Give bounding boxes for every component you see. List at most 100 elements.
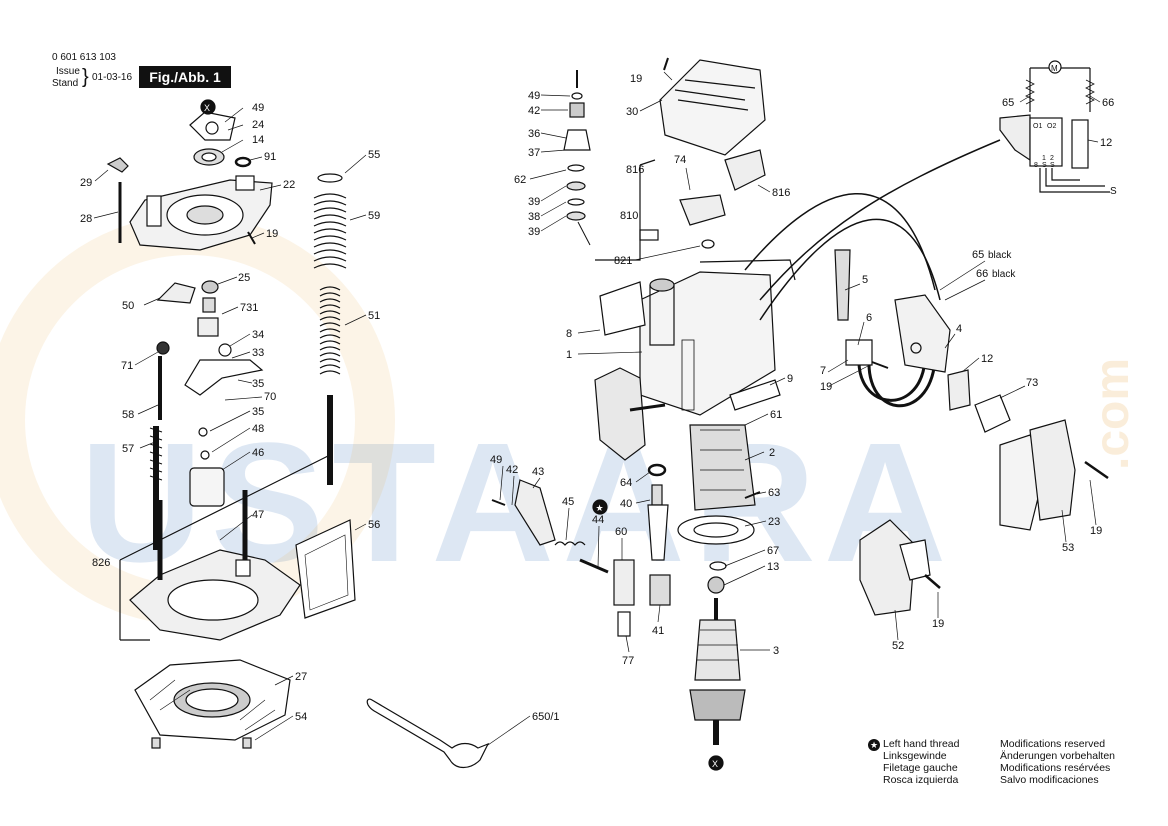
callout-37: 37 (528, 147, 540, 159)
schematic-output: S (1110, 186, 1117, 197)
callout-5: 5 (862, 274, 868, 286)
locking-parts (156, 280, 264, 420)
callout-63: 63 (768, 487, 780, 499)
callout-41: 41 (652, 625, 664, 637)
schematic-8: 8 (1034, 162, 1038, 169)
callout-24: 24 (252, 119, 264, 131)
depth-stop (149, 426, 225, 550)
legend-line-en: Left hand thread (883, 738, 960, 750)
callout-826: 826 (92, 557, 110, 569)
figure-label: Fig./Abb. 1 (139, 66, 231, 88)
callout-27: 27 (295, 671, 307, 683)
callout-33: 33 (252, 347, 264, 359)
callout-19: 19 (266, 228, 278, 240)
callout-40: 40 (620, 498, 632, 510)
brush-holders (595, 149, 766, 261)
callout-810: 810 (620, 210, 638, 222)
callout-56: 56 (368, 519, 380, 531)
callout-13: 13 (767, 561, 779, 573)
callout-7: 7 (820, 365, 826, 377)
callout-816-b: 816 (772, 187, 790, 199)
callout-3: 3 (773, 645, 779, 657)
callout-38: 38 (528, 211, 540, 223)
motor-cap-30 (659, 57, 766, 156)
callout-51: 51 (368, 310, 380, 322)
callout-50: 50 (122, 300, 134, 312)
legend-mod-en: Modifications reserved (1000, 738, 1106, 750)
callout-54: 54 (295, 711, 307, 723)
schematic-s1: S (1042, 162, 1047, 169)
callout-73: 73 (1026, 377, 1038, 389)
callout-42-center: 42 (528, 105, 540, 117)
stand-label: Stand (52, 78, 79, 89)
callout-67: 67 (767, 545, 779, 557)
callout-43: 43 (532, 466, 544, 478)
screw-19-left (247, 231, 256, 245)
svg-text:★: ★ (596, 503, 604, 513)
callout-65-color: black (988, 250, 1012, 261)
callout-22: 22 (283, 179, 295, 191)
callout-65: 65 (972, 249, 984, 261)
callout-55: 55 (368, 149, 380, 161)
callout-2: 2 (769, 447, 775, 459)
callout-39-a: 39 (528, 196, 540, 208)
callout-816-a: 816 (626, 164, 644, 176)
callout-64: 64 (620, 477, 632, 489)
callout-19-handle-right: 19 (1090, 525, 1102, 537)
handle-right-53 (999, 419, 1109, 531)
callout-19-top: 19 (630, 73, 642, 85)
callout-61: 61 (770, 409, 782, 421)
power-cables (744, 139, 1001, 408)
callout-42-handle: 42 (506, 464, 518, 476)
callout-39-b: 39 (528, 226, 540, 238)
callout-19-handle-left: 19 (932, 618, 944, 630)
schematic-o2: O2 (1047, 123, 1056, 130)
part-number: 0 601 613 103 (52, 52, 116, 63)
legend-mod-de: Änderungen vorbehalten (1000, 750, 1116, 762)
legend-line-fr: Filetage gauche (883, 762, 958, 774)
left-hand-thread-star-icon: ★ (868, 739, 880, 751)
callout-14: 14 (252, 134, 264, 146)
callout-91: 91 (264, 151, 276, 163)
callout-30: 30 (626, 106, 638, 118)
callout-35-b: 35 (252, 406, 264, 418)
legend-mod-es: Salvo modificaciones (1000, 774, 1099, 786)
callout-57: 57 (122, 443, 134, 455)
issue-brace: } (82, 66, 89, 88)
callout-6: 6 (866, 312, 872, 324)
nut-stack (563, 70, 591, 246)
svg-text:X: X (204, 103, 210, 113)
motor-housing-1 (599, 259, 796, 416)
spring-column (313, 173, 347, 485)
legend-left-hand-thread: Left hand thread Linksgewinde Filetage g… (883, 738, 959, 786)
callout-12: 12 (981, 353, 993, 365)
callout-59: 59 (368, 210, 380, 222)
schematic-s2: S (1050, 162, 1055, 169)
callout-25: 25 (238, 272, 250, 284)
callout-28: 28 (80, 213, 92, 225)
callout-49: 49 (252, 102, 264, 114)
callout-53: 53 (1062, 542, 1074, 554)
issue-date: 01-03-16 (92, 72, 133, 83)
left-hand-thread-markers: X ★ X (200, 99, 724, 771)
callout-49-center: 49 (528, 90, 540, 102)
callout-66: 66 (976, 268, 988, 280)
callout-74: 74 (674, 154, 686, 166)
callout-44: 44 (592, 514, 604, 526)
callout-23: 23 (768, 516, 780, 528)
stator-2 (677, 424, 761, 545)
legend-modifications: Modifications reserved Änderungen vorbeh… (1000, 738, 1115, 786)
callout-60: 60 (615, 526, 627, 538)
motor-housing-top-plate (129, 175, 273, 251)
group-826-bracket (119, 454, 331, 641)
schematic-motor-label: M (1051, 64, 1058, 73)
callout-36: 36 (528, 128, 540, 140)
issue-label: Issue (56, 66, 80, 77)
base-plate (134, 659, 291, 749)
callout-1: 1 (566, 349, 572, 361)
callout-731: 731 (240, 302, 258, 314)
callout-12-schematic: 12 (1100, 137, 1112, 149)
callout-650-1: 650/1 (532, 711, 560, 723)
schematic-1: 1 (1042, 155, 1046, 162)
legend-line-es: Rosca izquierda (883, 774, 959, 786)
